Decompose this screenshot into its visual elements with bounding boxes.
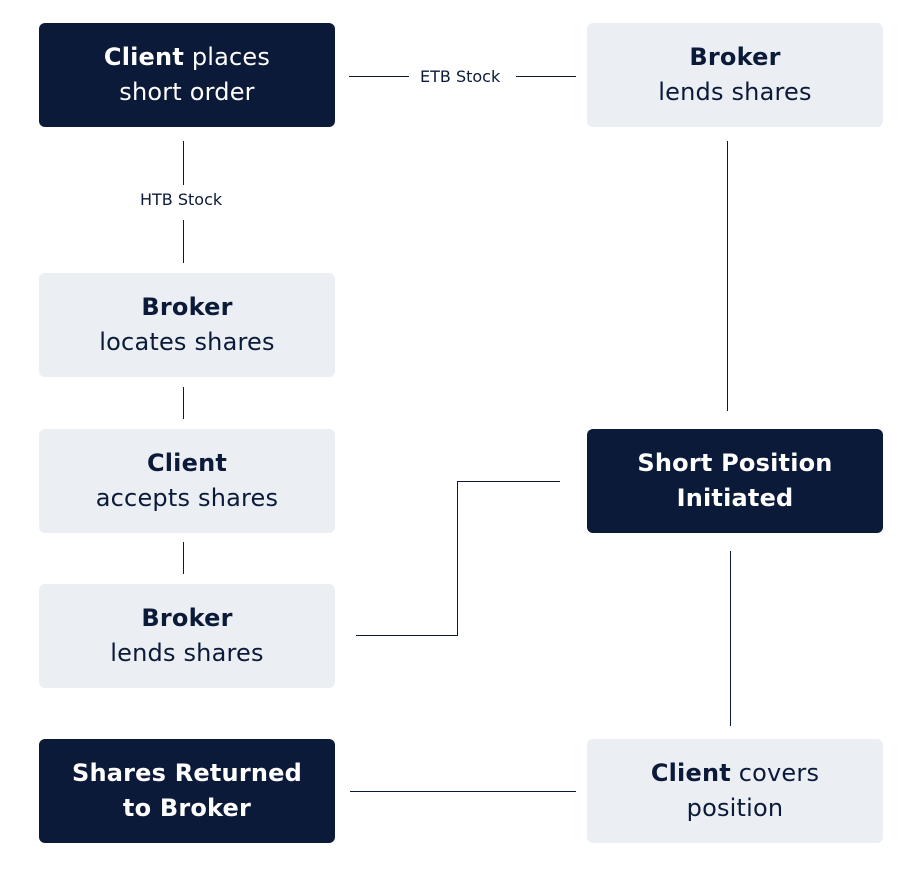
- edge-htb-lends-to-short-h2: [457, 481, 560, 482]
- node-text: locates shares: [99, 328, 275, 356]
- node-bold-text: Client: [650, 759, 731, 787]
- node-text: lends shares: [110, 639, 264, 667]
- node-text: position: [686, 794, 784, 822]
- node-bold-text: Client: [146, 449, 228, 477]
- node-short-position-initiated: Short Position Initiated: [587, 429, 883, 533]
- node-client-covers-position: Client covers position: [587, 739, 883, 843]
- node-text: covers: [730, 759, 820, 787]
- edge-htb-lends-to-short-h1: [356, 635, 458, 636]
- edge-htb-lends-to-short-v: [457, 481, 458, 636]
- edge-covers-to-returned: [350, 791, 576, 792]
- node-client-accepts-shares: Client accepts shares: [39, 429, 335, 533]
- node-broker-lends-shares-etb: Broker lends shares: [587, 23, 883, 127]
- node-bold-text: Broker: [141, 293, 233, 321]
- edge-locates-to-accepts: [183, 387, 184, 419]
- edge-accepts-to-lends: [183, 542, 184, 574]
- edge-label-htb: HTB Stock: [140, 190, 223, 209]
- node-text: places: [184, 43, 271, 71]
- edge-label-etb: ETB Stock: [420, 67, 501, 86]
- node-shares-returned-to-broker: Shares Returned to Broker: [39, 739, 335, 843]
- node-text: lends shares: [658, 78, 812, 106]
- edge-short-to-covers: [730, 551, 731, 726]
- node-bold-text: Initiated: [676, 484, 794, 512]
- node-bold-text: Short Position: [637, 449, 833, 477]
- node-bold-text: Broker: [689, 43, 781, 71]
- node-bold-text: to Broker: [122, 794, 252, 822]
- node-bold-text: Broker: [141, 604, 233, 632]
- node-broker-locates-shares: Broker locates shares: [39, 273, 335, 377]
- node-text: short order: [119, 78, 255, 106]
- node-broker-lends-shares-htb: Broker lends shares: [39, 584, 335, 688]
- node-bold-text: Shares Returned: [71, 759, 302, 787]
- node-text: accepts shares: [95, 484, 279, 512]
- edge-htb-line-bottom: [183, 220, 184, 263]
- node-client-places-short-order: Client places short order: [39, 23, 335, 127]
- edge-etb-line-left: [349, 76, 409, 77]
- edge-htb-line-top: [183, 141, 184, 185]
- node-bold-text: Client: [103, 43, 184, 71]
- edge-etb-line-right: [516, 76, 576, 77]
- edge-etb-lends-to-short: [727, 141, 728, 411]
